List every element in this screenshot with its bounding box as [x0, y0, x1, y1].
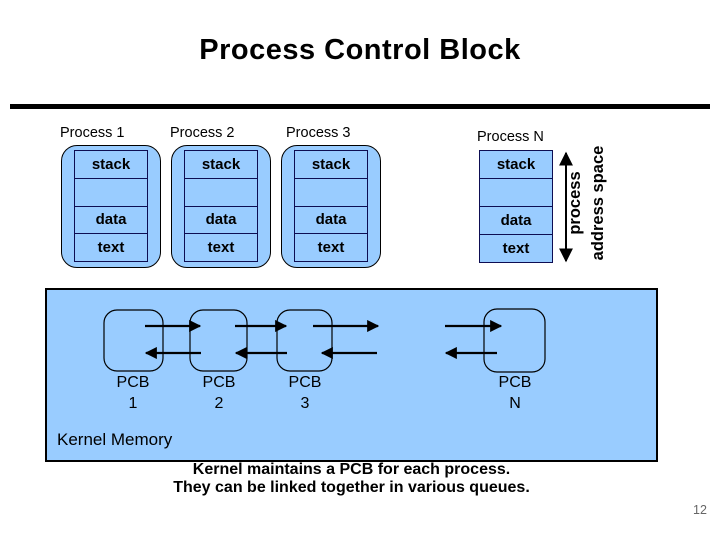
pcb-label-name: PCB: [116, 374, 150, 391]
process-2-header: Process 2: [170, 125, 235, 141]
pcb-label-name: PCB: [498, 374, 532, 391]
pcb-n-node: [483, 308, 546, 373]
process-3-table: stack data text: [294, 150, 368, 262]
address-space-label-line2: address space: [589, 145, 607, 261]
process-3-header: Process 3: [286, 125, 351, 141]
pcb-label-name: PCB: [202, 374, 236, 391]
segment-text: text: [317, 239, 345, 257]
process-1-table: stack data text: [74, 150, 148, 262]
segment-empty: [480, 179, 552, 207]
segment-data: data: [75, 207, 147, 235]
pcb-label-id: N: [509, 395, 521, 412]
page-title: Process Control Block: [199, 34, 521, 66]
segment-stack: stack: [295, 151, 367, 179]
process-n-table: stack data text: [479, 150, 553, 263]
kernel-memory-label: Kernel Memory: [57, 430, 173, 449]
pcb-linked-list-diagram: [103, 308, 546, 373]
segment-text: text: [502, 240, 530, 257]
process-2-table: stack data text: [184, 150, 258, 262]
segment-empty: [75, 179, 147, 207]
caption-line2: They can be linked together in various q…: [173, 478, 530, 496]
address-space-label-line1: process: [566, 171, 584, 235]
segment-stack: stack: [75, 151, 147, 179]
pcb-3-label: PCB 3: [265, 372, 345, 414]
segment-data: data: [185, 207, 257, 235]
segment-stack: stack: [185, 151, 257, 179]
pcb-1-node: [103, 309, 164, 372]
pcb-label-name: PCB: [288, 374, 322, 391]
segment-empty: [295, 179, 367, 207]
pcb-label-id: 1: [128, 395, 138, 412]
pcb-n-label: PCB N: [475, 372, 555, 414]
pcb-1-label: PCB 1: [93, 372, 173, 414]
page-number: 12: [693, 503, 707, 517]
pcb-label-id: 2: [214, 395, 224, 412]
address-space-label: process address space: [564, 140, 610, 266]
pcb-2-node: [189, 309, 248, 372]
pcb-3-node: [276, 309, 333, 372]
title-divider: [10, 104, 710, 109]
segment-data: data: [480, 207, 552, 235]
segment-stack: stack: [480, 151, 552, 179]
segment-text: text: [97, 239, 125, 257]
segment-empty: [185, 179, 257, 207]
address-space-span-arrow-icon: [559, 151, 573, 263]
process-n-header: Process N: [477, 129, 544, 145]
pcb-2-label: PCB 2: [179, 372, 259, 414]
pcb-label-id: 3: [300, 395, 310, 412]
process-1-header: Process 1: [60, 125, 125, 141]
caption: Kernel maintains a PCB for each process.…: [45, 461, 658, 496]
segment-text: text: [207, 239, 235, 257]
segment-data: data: [295, 207, 367, 235]
kernel-memory-box: [45, 288, 658, 462]
caption-line1: Kernel maintains a PCB for each process.: [192, 461, 511, 478]
